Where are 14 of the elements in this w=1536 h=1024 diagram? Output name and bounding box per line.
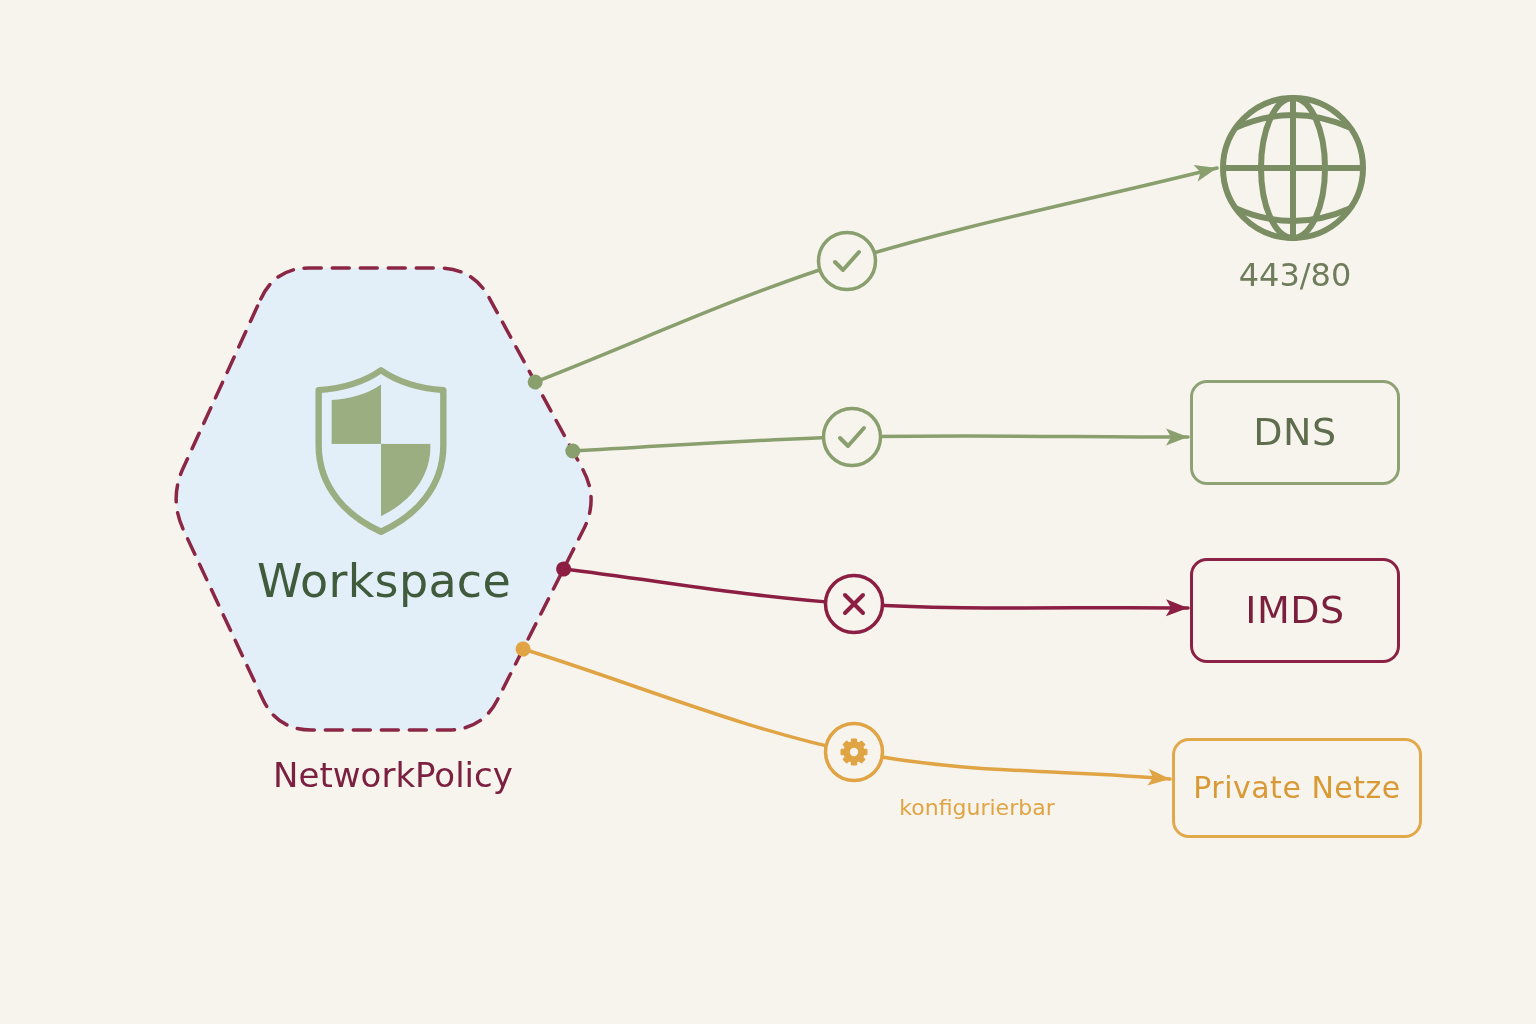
service-box (1190, 558, 1400, 663)
node-label: Workspace (256, 555, 512, 608)
box-label: DNS (1253, 410, 1337, 455)
arrow (515, 641, 1172, 786)
box-label: IMDS (1245, 588, 1345, 633)
service-box (1172, 738, 1422, 838)
arrow (556, 561, 1190, 617)
node-caption: 443/80 (1238, 257, 1352, 294)
service-box (1190, 380, 1400, 485)
arrow (565, 428, 1190, 459)
node-caption: NetworkPolicy (273, 756, 513, 796)
arrow (527, 165, 1219, 390)
globe-icon (1219, 94, 1367, 242)
box-label: Private Netze (1193, 770, 1401, 806)
